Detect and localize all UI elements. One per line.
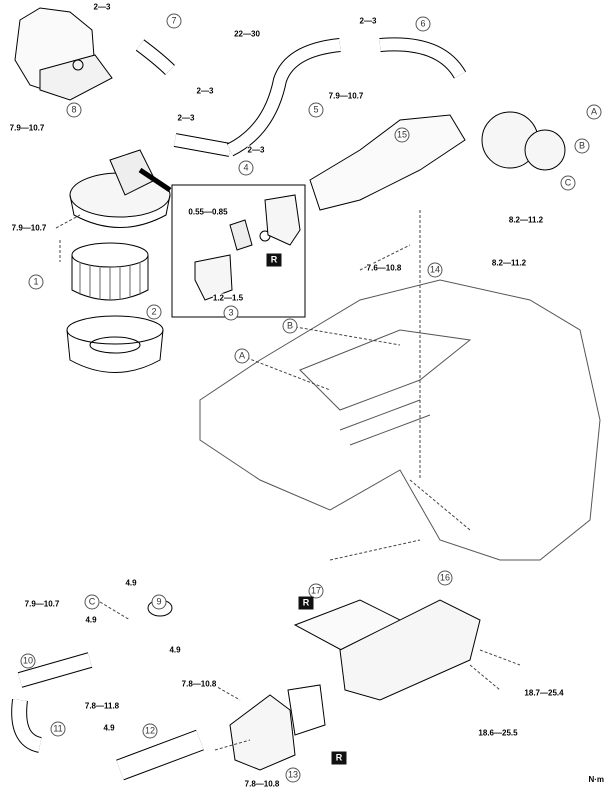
callout-16: 16	[437, 570, 453, 586]
torque-label: 1.2—1.5	[212, 293, 244, 303]
callout-5: 5	[308, 102, 324, 118]
callout-12: 12	[142, 723, 158, 739]
callout-10: 10	[20, 653, 36, 669]
callout-4: 4	[238, 160, 254, 176]
replace-badge: R	[298, 596, 314, 610]
torque-label: 2—3	[93, 2, 111, 12]
torque-label: 2—3	[359, 16, 377, 26]
torque-label: 7.9—10.7	[11, 223, 47, 233]
air-cleaner-cover	[69, 149, 172, 228]
callout-7: 7	[166, 13, 182, 29]
torque-label: 2—3	[177, 113, 195, 123]
callout-15: 15	[394, 127, 410, 143]
torque-label: 7.6—10.8	[366, 263, 402, 273]
torque-label: 4.9	[85, 615, 97, 625]
resonator-part	[14, 7, 113, 101]
torque-label: 7.9—10.7	[9, 123, 45, 133]
callout-17: 17	[308, 583, 324, 599]
torque-label: 18.7—25.4	[524, 688, 564, 698]
unit-label: N·m	[588, 775, 604, 784]
torque-label: 7.8—10.8	[244, 779, 280, 789]
callout-2: 2	[146, 304, 162, 320]
torque-label: 7.8—11.8	[84, 701, 120, 711]
replace-badge: R	[331, 751, 347, 765]
air-filter-element	[71, 242, 149, 301]
air-cleaner-case	[66, 315, 164, 373]
torque-label: 4.9	[125, 578, 137, 588]
torque-label: 18.6—25.5	[478, 728, 518, 738]
callout-11: 11	[50, 721, 66, 737]
torque-label: 2—3	[196, 86, 214, 96]
callout-14: 14	[427, 262, 443, 278]
torque-label: 7.9—10.7	[24, 599, 60, 609]
ref-letter-b: B	[282, 318, 298, 334]
ref-letter-c: C	[560, 175, 576, 191]
callout-9: 9	[151, 594, 167, 610]
ref-letter-a: A	[586, 104, 602, 120]
replace-badge: R	[266, 253, 282, 267]
callout-3: 3	[223, 305, 239, 321]
callout-1: 1	[28, 274, 44, 290]
ref-letter-a: A	[234, 348, 250, 364]
torque-label: 4.9	[169, 645, 181, 655]
ref-letter-c: C	[84, 594, 100, 610]
ref-letter-b: B	[574, 138, 590, 154]
torque-label: 22—30	[234, 29, 260, 39]
sensor-detail-box	[171, 184, 306, 318]
callout-6: 6	[415, 16, 431, 32]
callout-13: 13	[285, 767, 301, 783]
torque-label: 8.2—11.2	[491, 258, 527, 268]
torque-label: 0.55—0.85	[188, 207, 228, 217]
torque-label: 7.9—10.7	[328, 91, 364, 101]
callout-8: 8	[66, 102, 82, 118]
torque-label: 7.8—10.8	[181, 679, 217, 689]
torque-label: 4.9	[103, 723, 115, 733]
torque-label: 8.2—11.2	[508, 215, 544, 225]
torque-label: 2—3	[247, 145, 265, 155]
